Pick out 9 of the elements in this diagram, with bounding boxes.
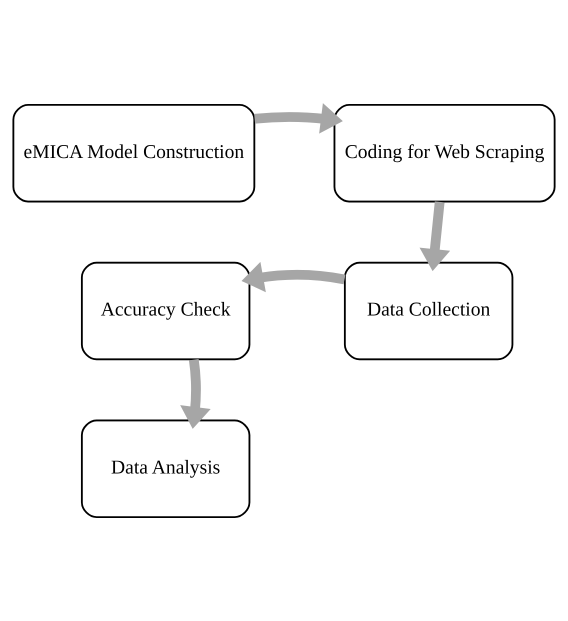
node-box: Data Analysis <box>80 419 250 518</box>
node-box: Coding for Web Scraping <box>334 103 556 202</box>
node-box: Accuracy Check <box>80 261 250 360</box>
arrow <box>242 261 346 292</box>
node-box: eMICA Model Construction <box>12 103 256 202</box>
arrow <box>254 102 343 134</box>
arrow <box>180 358 211 428</box>
arrow <box>420 200 450 271</box>
node-box: Data Collection <box>344 261 514 360</box>
